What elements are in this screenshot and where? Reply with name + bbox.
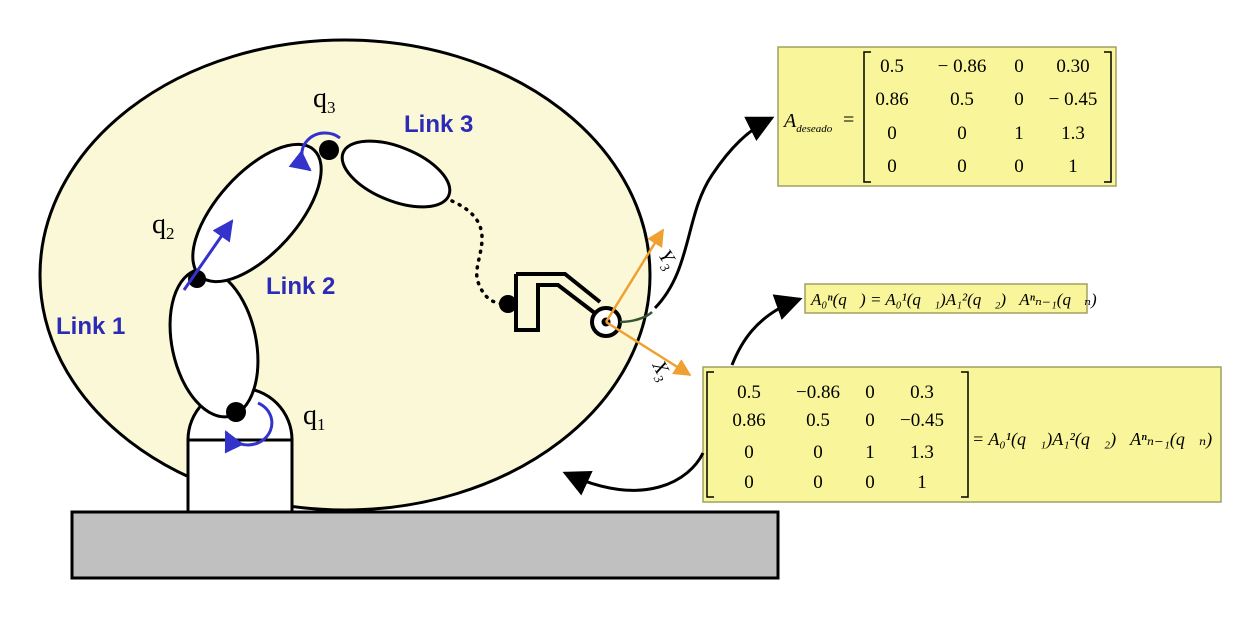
desired-cell-r2c3: 1.3 [1061,123,1085,144]
result-cell-r0c2: 0 [865,382,875,403]
desired-cell-r0c3: 0.30 [1056,56,1089,77]
link2-label: Link 2 [266,273,335,300]
desired-cell-r3c2: 0 [1014,156,1024,177]
result-cell-r2c1: 0 [813,442,823,463]
desired-cell-r0c1: − 0.86 [938,56,987,77]
arrow-to-fk [730,294,803,366]
desired-matrix-name: Adeseado [782,110,833,135]
result-cell-r1c3: −0.45 [900,410,944,431]
x3-axis [605,320,692,377]
result-cell-r0c3: 0.3 [910,382,934,403]
result-cell-r1c1: 0.5 [806,410,830,431]
q3-label: q3 [313,83,336,117]
result-cell-r3c3: 1 [917,472,927,493]
desired-cell-r2c2: 1 [1014,123,1024,144]
end-effector-gripper [499,272,602,332]
desired-matrix-cells: 0.5 − 0.86 0 0.30 0.86 0.5 0 − 0.45 0 0 1 1.3 0 0 0 1 [875,56,1097,177]
desired-cell-r3c0: 0 [887,156,897,177]
link3-shape [340,139,452,209]
frame-connector [619,311,653,324]
result-cell-r2c2: 1 [865,442,875,463]
fk-equation-box: A₀ⁿ(q⃗) = A₀¹(q⃗₁)A₁²(q⃗₂)⋯Aⁿₙ₋₁(q⃗ₙ) [804,283,1097,314]
joint2-dot [188,270,206,288]
desired-cell-r1c0: 0.86 [875,89,908,110]
result-matrix-box: 0.5 −0.86 0 0.3 0.86 0.5 0 −0.45 0 0 1 1.3 0 0 0 1 = A₀… [702,366,1222,503]
desired-cell-r0c2: 0 [1014,56,1024,77]
ground-base [70,510,780,580]
joint1-rotation-arrow [224,401,274,454]
desired-cell-r3c1: 0 [957,156,967,177]
fk-equation-text: A₀ⁿ(q⃗) = A₀¹(q⃗₁)A₁²(q⃗₂)⋯Aⁿₙ₋₁(q⃗ₙ) [810,290,1097,309]
result-cell-r2c3: 1.3 [910,442,934,463]
result-matrix-cells: 0.5 −0.86 0 0.3 0.86 0.5 0 −0.45 0 0 1 1.3 0 0 0 1 [732,382,944,493]
result-cell-r3c2: 0 [865,472,875,493]
arrow-to-desired [653,116,775,310]
result-cell-r1c2: 0 [865,410,875,431]
joint2-prismatic-arrow [182,219,234,291]
result-equation-rhs: = A₀¹(q⃗₁)A₁²(q⃗₂)⋯Aⁿₙ₋₁(q⃗ₙ) [972,429,1212,450]
desired-cell-r3c3: 1 [1068,156,1078,177]
joint3-rotation-arrow [288,131,341,172]
desired-equals: = [843,109,854,131]
result-cell-r0c1: −0.86 [796,382,840,403]
link1-label: Link 1 [56,313,125,340]
result-cell-r0c0: 0.5 [737,382,761,403]
joint1-dot [226,402,246,422]
desired-cell-r1c1: 0.5 [950,89,974,110]
q1-label: q1 [303,400,326,434]
desired-cell-r2c1: 0 [957,123,967,144]
desired-cell-r1c2: 0 [1014,89,1024,110]
desired-cell-r0c0: 0.5 [880,56,904,77]
dotted-connection [450,199,506,306]
result-cell-r2c0: 0 [744,442,754,463]
desired-cell-r2c0: 0 [887,123,897,144]
arrow-to-workspace [562,452,705,496]
q2-label: q2 [152,209,175,243]
x3-label: X3 [644,356,676,386]
desired-cell-r1c3: − 0.45 [1049,89,1098,110]
joint3-dot [319,140,339,160]
link3-label: Link 3 [404,111,473,138]
result-cell-r3c1: 0 [813,472,823,493]
y3-axis [604,228,665,323]
result-cell-r3c0: 0 [744,472,754,493]
result-cell-r1c0: 0.86 [732,410,765,431]
